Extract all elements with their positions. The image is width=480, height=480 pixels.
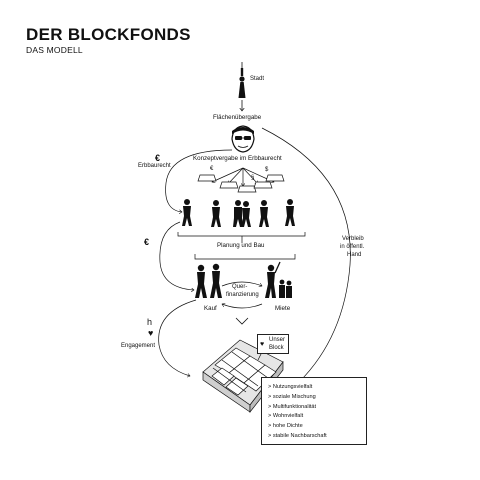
list-item: hohe Dichte	[268, 422, 327, 432]
face-icon	[231, 125, 255, 153]
euro-arc	[159, 221, 194, 290]
person-icon	[211, 200, 221, 227]
person-icon	[195, 264, 207, 298]
label-miete: Miete	[275, 305, 291, 312]
label-quer: Quer-	[232, 284, 248, 290]
tv-tower-icon	[238, 62, 246, 98]
person-icon	[241, 201, 251, 227]
list-item: soziale Mischung	[268, 393, 327, 403]
list-item: Wohnvielfalt	[268, 412, 327, 422]
person-icon	[210, 263, 222, 298]
page-title: DER BLOCKFONDS	[26, 25, 191, 44]
list-item: Nutzungsvielfalt	[268, 383, 327, 393]
cross-financing-arrow-bottom	[222, 304, 263, 309]
person-icon	[233, 200, 243, 227]
label-erbbaurecht: Erbbaurecht	[138, 163, 171, 169]
split-bracket	[194, 254, 296, 260]
erbbaurecht-arc	[165, 149, 233, 212]
heart-icon: ♥	[260, 341, 265, 348]
list-item: stabile Nachbarschaft	[268, 432, 327, 442]
label-konzeptvergabe: Konzeptvergabe im Erbbaurecht	[193, 155, 282, 162]
qualities-box: Nutzungsvielfalt soziale Mischung Multif…	[261, 377, 367, 445]
label-stadt: Stadt	[250, 76, 265, 82]
list-item: Multifunktionalität	[268, 403, 327, 413]
label-kauf: Kauf	[204, 305, 217, 312]
label-flaechenuebergabe: Flächenübergabe	[213, 114, 262, 121]
tenant-figures	[265, 261, 292, 298]
cross-financing-arrow-top	[221, 281, 262, 286]
label-verbleib-1: Verbleib	[342, 236, 364, 242]
block-tag: ♥ Unser Block	[257, 334, 289, 354]
label-finanzierung: finanzierung	[226, 292, 259, 298]
person-icon	[182, 199, 192, 226]
label-unser: Unser	[269, 337, 286, 343]
concept-tray-icons	[197, 174, 285, 193]
euro-icon: €	[144, 237, 150, 247]
buyer-figures	[195, 263, 222, 298]
public-ownership-arc	[261, 127, 351, 386]
page-subtitle: DAS MODELL	[26, 45, 83, 55]
bidder-figures	[182, 199, 295, 227]
planning-bracket	[177, 232, 306, 237]
dollar-icon: $	[265, 167, 269, 173]
small-euro-icon: €	[210, 166, 214, 172]
label-block: Block	[269, 345, 284, 351]
person-icon	[265, 264, 276, 298]
label-engagement: Engagement	[121, 343, 156, 349]
heart-icon: ♥	[148, 328, 154, 338]
person-icon	[285, 199, 295, 226]
engagement-arc	[158, 299, 197, 376]
qualities-list: Nutzungsvielfalt soziale Mischung Multif…	[268, 383, 327, 442]
person-icon	[286, 280, 292, 298]
chevron-down-icon	[235, 317, 249, 325]
label-verbleib-2: in öffentl.	[340, 244, 365, 250]
label-verbleib-3: Hand	[347, 252, 362, 258]
h-icon: h	[147, 317, 153, 327]
euro-icon: €	[155, 153, 161, 163]
person-icon	[279, 279, 285, 298]
label-planung-und-bau: Planung und Bau	[217, 242, 265, 249]
person-icon	[259, 200, 269, 227]
paragraph-icon: §	[251, 175, 255, 181]
